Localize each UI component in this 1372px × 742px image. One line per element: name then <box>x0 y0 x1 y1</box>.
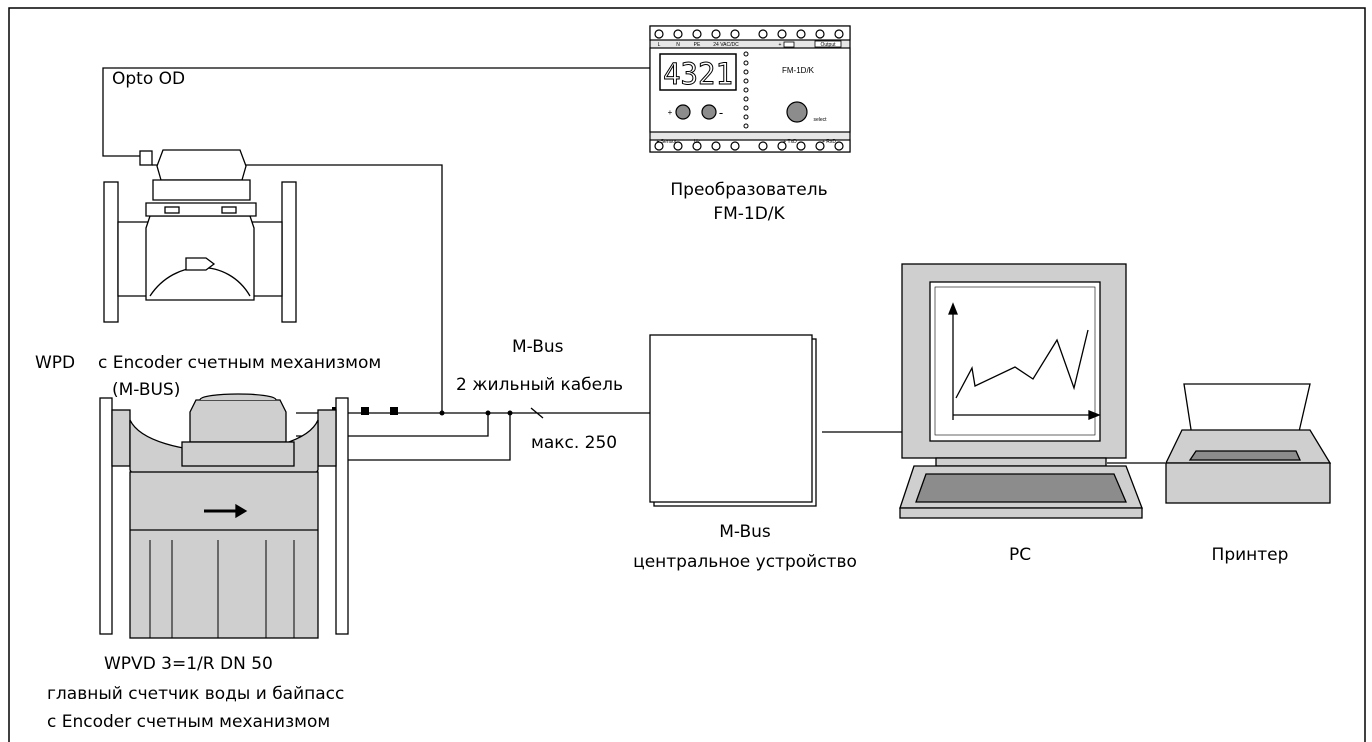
wpd-desc-line2: (M-BUS) <box>112 380 181 400</box>
terminal-label-power: 24 VAC/DC <box>713 42 739 48</box>
converter-display-value: 4321 <box>663 57 733 91</box>
max-label: макс. 250 <box>531 433 618 453</box>
plus-label: + <box>668 108 673 117</box>
screen-line <box>955 329 1089 399</box>
bottom-terminals <box>654 141 844 151</box>
terminal-label-output: Output <box>820 42 836 48</box>
terminal-label-sensor: + Sensor - <box>656 139 680 145</box>
junction-dot <box>485 410 491 416</box>
wpd-meter <box>103 149 297 323</box>
led-column <box>743 51 749 129</box>
converter-name: Преобразователь <box>670 180 828 200</box>
cable-label: 2 жильный кабель <box>456 375 623 395</box>
opto-label: Opto OD <box>112 69 186 89</box>
ellipsis-dot <box>390 407 398 415</box>
minus-label: - <box>719 105 723 120</box>
pc-computer <box>899 263 1143 519</box>
ellipsis-dot <box>361 407 369 415</box>
top-terminals <box>654 29 844 39</box>
converter-device <box>649 25 851 153</box>
converter-model: FM-1D/K <box>713 204 785 224</box>
wpvd-cable-2 <box>296 413 511 461</box>
terminal-label-rxd: + RxD <box>822 139 836 145</box>
wpvd-meter <box>99 393 349 639</box>
central-label-line2: центральное устройство <box>633 552 857 572</box>
wpvd-cable-1 <box>296 413 489 437</box>
central-label-line1: M-Bus <box>719 522 771 542</box>
junction-dot <box>507 410 513 416</box>
pc-label: PC <box>1008 545 1032 565</box>
top-terminal-labels: L N PE 24 VAC/DC + Output <box>658 42 837 48</box>
select-button[interactable] <box>786 101 808 123</box>
wpd-bus-cable <box>152 164 443 413</box>
junction-dot <box>439 410 445 416</box>
minus-button[interactable] <box>701 104 717 120</box>
terminal-label-n: N <box>676 42 680 48</box>
wpvd-desc-line1: главный счетчик воды и байпасс <box>47 684 345 704</box>
terminal-label-plus: + <box>779 42 782 48</box>
terminal-label-pe: PE <box>694 42 701 48</box>
cable-tick <box>530 407 544 419</box>
wpvd-title: WPVD 3=1/R DN 50 <box>104 654 273 674</box>
terminal-label-uz: Uz <box>694 139 701 145</box>
wpd-desc-line1: с Encoder счетным механизмом <box>98 353 382 373</box>
opto-cable <box>102 67 650 157</box>
printer <box>1164 383 1332 504</box>
mbus-label: M-Bus <box>512 337 564 357</box>
select-label: select <box>813 117 827 123</box>
terminal-label-txd: + TxD <box>783 139 797 145</box>
plus-button[interactable] <box>675 104 691 120</box>
wpd-label: WPD <box>35 353 76 373</box>
terminal-label-l: L <box>658 42 661 48</box>
opto-head <box>139 150 153 166</box>
converter-display <box>659 53 737 91</box>
connection-lines <box>102 67 1165 464</box>
printer-label: Принтер <box>1211 545 1289 565</box>
diagram-frame <box>8 7 1366 742</box>
wpvd-desc-line2: с Encoder счетным механизмом <box>47 712 331 732</box>
converter-model-label: FM-1D/K <box>782 66 815 75</box>
bottom-terminal-labels: + Sensor - Uz + TxD + RxD <box>656 139 836 145</box>
mbus-central-unit <box>649 334 817 507</box>
